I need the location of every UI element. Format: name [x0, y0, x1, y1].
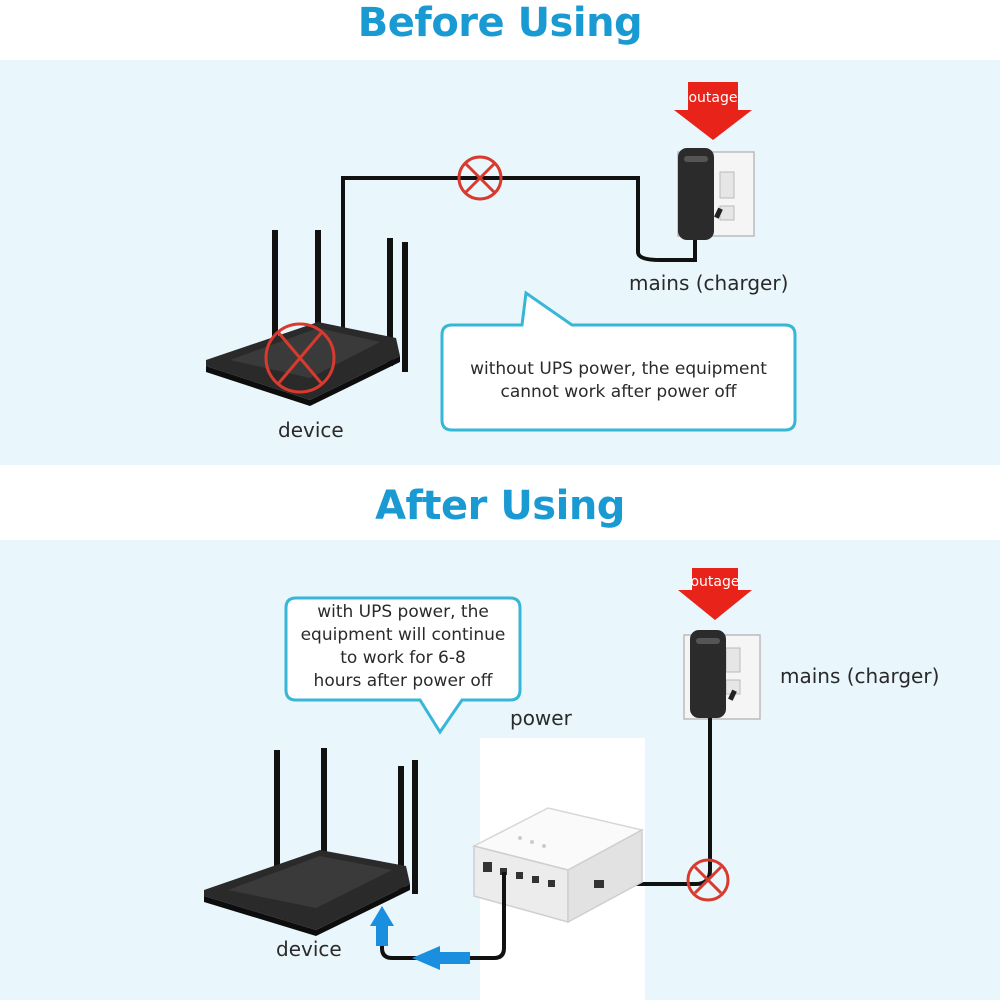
cross-icon: [457, 155, 503, 201]
charger-icon: [690, 630, 737, 718]
before-heading: Before Using: [357, 0, 643, 46]
ups-box-icon: [471, 807, 645, 924]
after-bubble-text: with UPS power, the equipment will conti…: [300, 602, 506, 691]
router-icon: [204, 748, 418, 936]
after-mains-label: mains (charger): [780, 664, 940, 688]
after-diagram: outage: [204, 568, 761, 970]
cross-icon: [686, 858, 730, 902]
charger-icon: [678, 148, 723, 240]
before-device-label: device: [278, 418, 344, 442]
before-diagram: outage: [206, 82, 797, 432]
after-panel: outage: [0, 540, 1000, 1000]
before-bubble: [440, 290, 797, 432]
outage-label: outage: [690, 574, 739, 590]
router-icon: [206, 230, 408, 406]
after-device-label: device: [276, 937, 342, 961]
outage-label: outage: [688, 90, 737, 106]
after-heading: After Using: [375, 483, 625, 529]
cross-icon: [264, 322, 336, 394]
before-panel: outage mains (charger) device w: [0, 60, 1000, 465]
flow-arrow-icon: [370, 906, 394, 946]
down-arrow-icon: outage: [678, 568, 752, 620]
down-arrow-icon: outage: [674, 82, 752, 140]
after-bubble: [284, 596, 522, 735]
before-cable: [341, 176, 697, 332]
before-mains-label: mains (charger): [629, 271, 789, 295]
before-bubble-text: without UPS power, the equipment cannot …: [470, 359, 767, 402]
flow-arrow-icon: [412, 946, 470, 970]
power-label: power: [510, 706, 572, 730]
